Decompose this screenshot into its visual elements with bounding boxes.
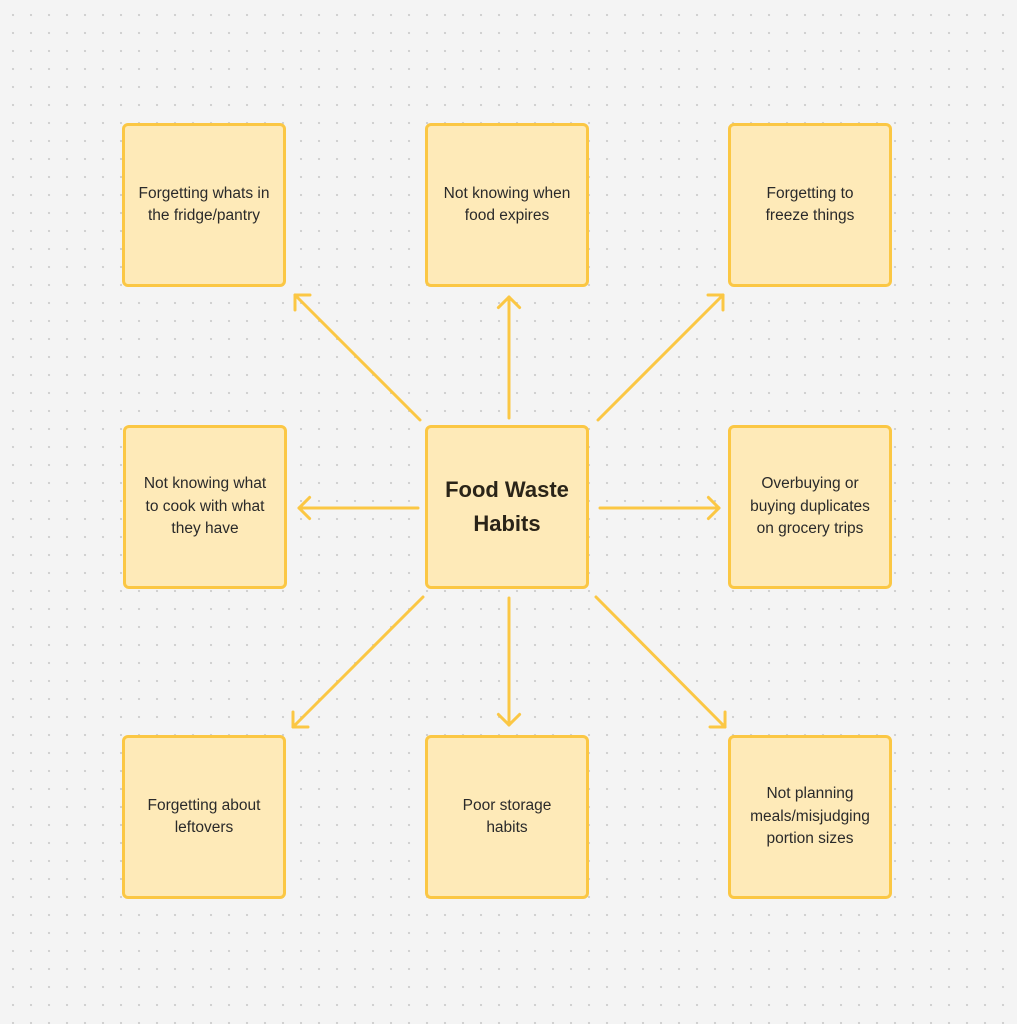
arrow-to-top-right[interactable]	[596, 293, 725, 422]
arrow-to-middle-left[interactable]	[297, 495, 420, 521]
sticky-note-label: Overbuying or buying duplicates on groce…	[750, 475, 870, 538]
sticky-note-label: Forgetting about leftovers	[147, 796, 261, 837]
arrow-shaft	[594, 595, 727, 729]
arrow-to-middle-right[interactable]	[598, 495, 721, 521]
arrow-head	[496, 295, 522, 310]
arrow-head	[706, 293, 725, 312]
sticky-note-label: Forgetting to freeze things	[765, 184, 855, 225]
arrow-shaft	[293, 293, 422, 422]
arrow-head	[708, 710, 727, 729]
arrow-head	[291, 710, 310, 729]
arrow-head	[496, 712, 522, 727]
arrow-to-bottom-center[interactable]	[496, 596, 522, 727]
arrow-to-bottom-right[interactable]	[594, 595, 727, 729]
center-topic-label: Food Waste Habits	[445, 477, 569, 536]
sticky-note-bottom-center[interactable]: Poor storage habits	[425, 735, 589, 899]
sticky-note-label: Not knowing when food expires	[443, 184, 571, 225]
arrow-to-bottom-left[interactable]	[291, 595, 425, 729]
sticky-note-label: Not knowing what to cook with what they …	[143, 475, 267, 538]
arrow-to-top-center[interactable]	[496, 295, 522, 420]
arrow-shaft	[596, 293, 725, 422]
arrow-head	[293, 293, 312, 312]
sticky-note-label: Poor storage habits	[462, 796, 552, 837]
arrow-to-top-left[interactable]	[293, 293, 422, 422]
arrow-shaft	[291, 595, 425, 729]
sticky-note-top-left[interactable]: Forgetting whats in the fridge/pantry	[122, 123, 286, 287]
sticky-note-middle-right[interactable]: Overbuying or buying duplicates on groce…	[728, 425, 892, 589]
sticky-note-center[interactable]: Food Waste Habits	[425, 425, 589, 589]
arrow-head	[706, 495, 721, 521]
sticky-note-middle-left[interactable]: Not knowing what to cook with what they …	[123, 425, 287, 589]
sticky-note-top-right[interactable]: Forgetting to freeze things	[728, 123, 892, 287]
sticky-note-label: Forgetting whats in the fridge/pantry	[138, 184, 270, 225]
sticky-note-top-center[interactable]: Not knowing when food expires	[425, 123, 589, 287]
sticky-note-label: Not planning meals/misjudging portion si…	[750, 785, 870, 848]
sticky-note-bottom-left[interactable]: Forgetting about leftovers	[122, 735, 286, 899]
arrow-head	[297, 495, 312, 521]
sticky-note-bottom-right[interactable]: Not planning meals/misjudging portion si…	[728, 735, 892, 899]
